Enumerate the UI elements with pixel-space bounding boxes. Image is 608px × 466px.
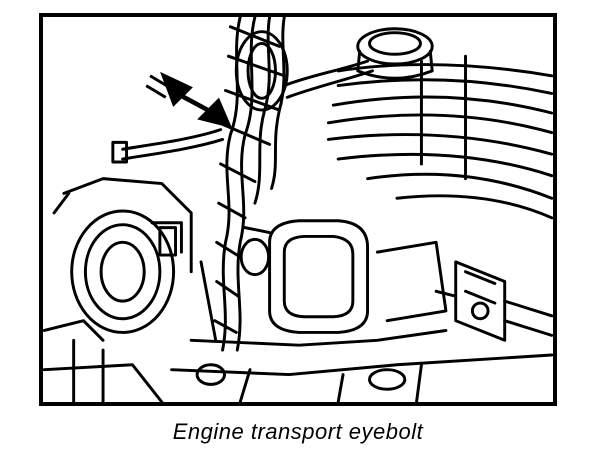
wire-right [282,59,374,99]
figure-caption: Engine transport eyebolt [172,419,424,444]
wire-left [111,128,225,164]
valve-cover-ribs [326,54,553,220]
sensor-plug [434,260,553,342]
eyebolt-icon [234,30,289,112]
engine-block-lower [170,240,553,402]
engine-line-drawing [43,17,553,402]
central-housing [239,219,370,334]
engine-illustration [39,13,557,406]
oil-cap-icon [356,27,434,80]
arrow-icon [145,71,233,129]
cable-harness-icon [213,17,286,352]
throttle-body-icon [43,177,193,402]
